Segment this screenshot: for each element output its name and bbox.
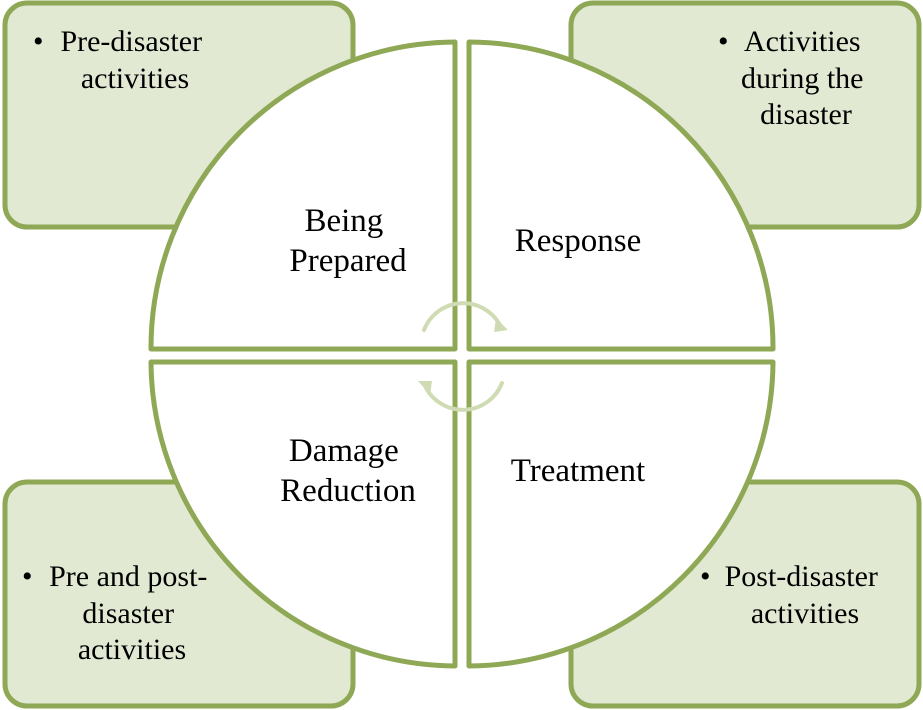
svg-text:Activities during the: Activities during the disaster — [741, 25, 871, 131]
quadrant-bottom-left — [148, 359, 458, 669]
bullet: • — [718, 25, 729, 58]
box-text-bottom-right: • Post-disaster activities — [700, 560, 886, 630]
svg-text:Pre-disaster activities: Pre-disaster activities — [60, 25, 209, 95]
box-text-bottom-left: • Pre and post- disaster activities — [22, 560, 215, 666]
bullet: • — [33, 25, 44, 58]
bullet: • — [700, 560, 711, 593]
quadrant-label-bottom-right: Treatment — [511, 453, 645, 489]
quadrant-bottom-right — [466, 359, 776, 669]
quadrant-label-top-left: Being Prepared — [289, 203, 407, 279]
quadrant-label-top-right: Response — [515, 223, 642, 259]
svg-text:Pre and post- disaster: Pre and post- disaster activities — [49, 560, 215, 666]
quadrant-label-bottom-left: Damage Reduction — [280, 433, 416, 509]
svg-text:Post-disaster activities: Post-disaster activities — [725, 560, 886, 630]
quadrant-top-right — [466, 39, 776, 352]
box-text-top-right: • Activities during the disaster — [718, 25, 871, 131]
bullet: • — [22, 560, 33, 593]
box-text-top-left: • Pre-disaster activities — [33, 25, 209, 95]
cycle-arrows-icon — [418, 301, 508, 412]
quadrant-top-left — [148, 39, 458, 352]
